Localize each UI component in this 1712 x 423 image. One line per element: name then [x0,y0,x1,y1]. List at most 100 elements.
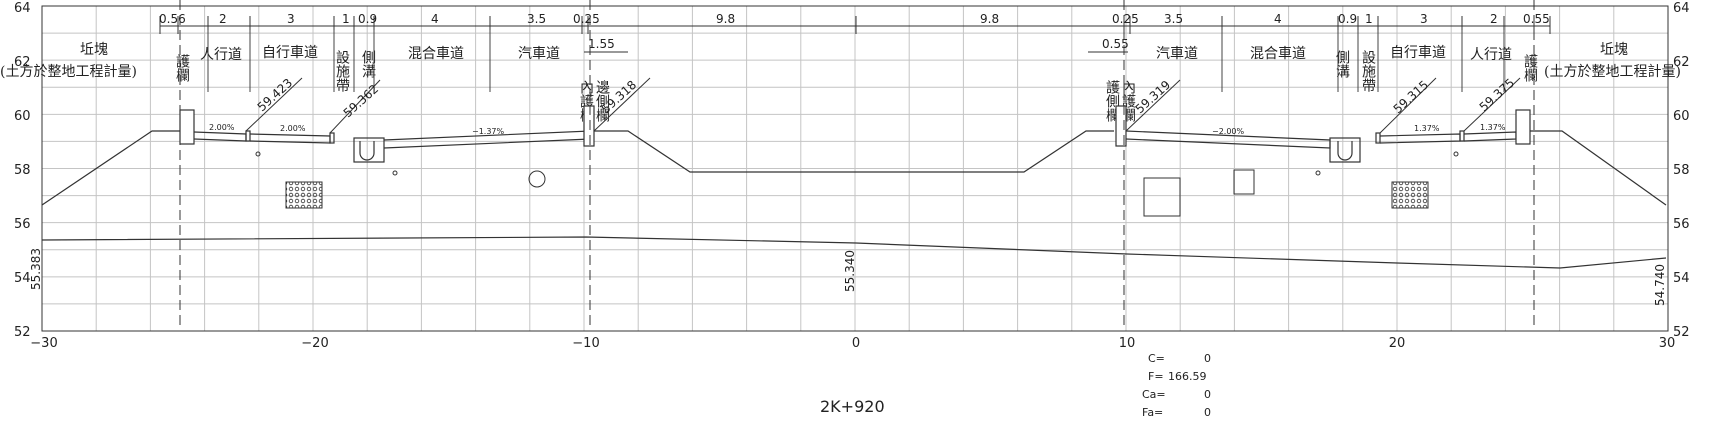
bike-lane-label: 自行車道 [1390,44,1446,61]
x-tick-label: 0 [852,336,860,351]
mixed-lane-label: 混合車道 [408,45,464,62]
slope-label: −2.00% [1212,127,1245,136]
dimension-label: 0.56 [159,12,186,26]
side-ditch-label: 側溝 [360,50,376,78]
guardrail-label: 護欄 [1522,54,1538,82]
facility-strip-label: 設施帶 [1360,50,1376,92]
y-tick-label: 64 [1673,1,1690,16]
zone-labels-right: 護側欄 內護欄 汽車道 混合車道 側溝 設施帶 自行車道 人行道 護欄 坵塊 (… [1104,42,1681,122]
y-tick-label: 52 [14,325,31,340]
x-tick-label: 20 [1389,336,1406,351]
car-lane-label: 汽車道 [1156,45,1198,62]
small-pipe [1453,151,1459,157]
ground-elevations: 55.383 55.340 54.740 [29,248,1667,306]
zone-labels-left: 坵塊 (土方於整地工程計量) 護欄 人行道 自行車道 設施帶 側溝 混合車道 汽… [0,42,610,122]
dimension-label: 0.25 [1112,12,1139,26]
quantity-label: Ca= [1142,388,1166,401]
road-section [41,105,1667,206]
car-lane-label: 汽車道 [518,45,560,62]
utilities [255,151,1459,217]
filler-note: (土方於整地工程計量) [1544,64,1681,80]
manhole [1233,169,1255,195]
quantity-value: 0 [1204,352,1211,365]
pipe [528,170,546,188]
y-tick-label: 52 [1673,325,1690,340]
quantity-value: 0 [1204,406,1211,419]
plot-frame [41,5,1669,332]
x-tick-label: −30 [30,336,57,351]
x-tick-label: 30 [1659,336,1676,351]
y-axis-right: 52 54 56 58 60 62 64 [1673,1,1690,340]
mixed-lane-label: 混合車道 [1250,45,1306,62]
guardrail-label: 護欄 [174,54,190,82]
slope-label: −1.37% [472,127,505,136]
sidewalk-label: 人行道 [200,47,242,63]
dimension-label: 4 [431,12,439,26]
x-axis: −30 −20 −10 0 10 20 30 [30,336,1675,351]
dimension-label: 3 [287,12,295,26]
filler-note: (土方於整地工程計量) [0,64,137,80]
quantity-label: Fa= [1142,406,1163,419]
dimension-labels-left: 0.56 2 3 1 0.9 4 3.5 0.25 [159,12,600,26]
conduit-bank-right [1391,181,1429,209]
median-dimensions: 1.55 0.55 [584,37,1129,53]
dimension-label: 1 [1365,12,1373,26]
dimension-label: 9.8 [980,12,999,26]
dimension-label: 3.5 [527,12,546,26]
design-elevations: 59.423 59.362 59.318 59.319 59.315 59.37… [245,76,1521,134]
dimension-labels-right: 0.25 3.5 4 0.9 1 3 2 0.55 [1112,12,1550,26]
ground-elevation: 54.740 [1653,264,1667,306]
y-tick-label: 58 [14,163,31,178]
median-rail-label: 邊側欄 [594,80,610,122]
dimension-label: 0.9 [1338,12,1357,26]
existing-ground-line [41,236,1667,269]
quantity-label: C= [1148,352,1165,365]
slope-label: 2.00% [209,123,235,132]
filler-label: 坵塊 [80,42,108,58]
facility-strip-label: 設施帶 [334,50,350,92]
dimension-label: 4 [1274,12,1282,26]
dimension-label: 3 [1420,12,1428,26]
filler-label: 坵塊 [1600,42,1628,58]
y-tick-label: 62 [1673,55,1690,70]
y-tick-label: 54 [14,271,31,286]
dimension-label: 0.25 [573,12,600,26]
quantity-label: F= [1148,370,1164,383]
slope-label: 1.37% [1414,124,1440,133]
station-label: 2K+920 [820,397,885,416]
dimension-label: 1 [342,12,350,26]
slope-label: 2.00% [280,124,306,133]
x-tick-label: 10 [1119,336,1136,351]
quantity-value: 0 [1204,388,1211,401]
y-tick-label: 56 [1673,217,1690,232]
y-tick-label: 56 [14,217,31,232]
dimension-label: 3.5 [1164,12,1183,26]
slope-label: 1.37% [1480,123,1506,132]
y-tick-label: 64 [14,1,31,16]
y-tick-label: 58 [1673,163,1690,178]
dimension-label: 0.9 [358,12,377,26]
y-tick-label: 62 [14,55,31,70]
dimension-label: 1.55 [588,37,615,51]
dimension-label: 2 [1490,12,1498,26]
x-tick-label: −20 [301,336,328,351]
small-pipe [255,151,261,157]
edge-lines [179,0,1535,328]
box-culvert [1143,177,1181,217]
y-tick-label: 54 [1673,271,1690,286]
y-tick-label: 60 [1673,109,1690,124]
small-pipe [392,170,398,176]
elevation-label: 59.423 [255,76,296,115]
ground-elevation: 55.340 [843,250,857,292]
quantity-value: 166.59 [1168,370,1207,383]
sidewalk-label: 人行道 [1470,47,1512,63]
x-tick-label: −10 [572,336,599,351]
dimension-labels-center: 9.8 9.8 [716,12,999,26]
elevation-label: 59.375 [1477,76,1518,115]
bike-lane-label: 自行車道 [262,44,318,61]
side-ditch-label: 側溝 [1334,50,1350,78]
slope-labels: 2.00% 2.00% −1.37% −2.00% 1.37% 1.37% [209,123,1506,136]
y-tick-label: 60 [14,109,31,124]
conduit-bank-left [285,181,323,209]
